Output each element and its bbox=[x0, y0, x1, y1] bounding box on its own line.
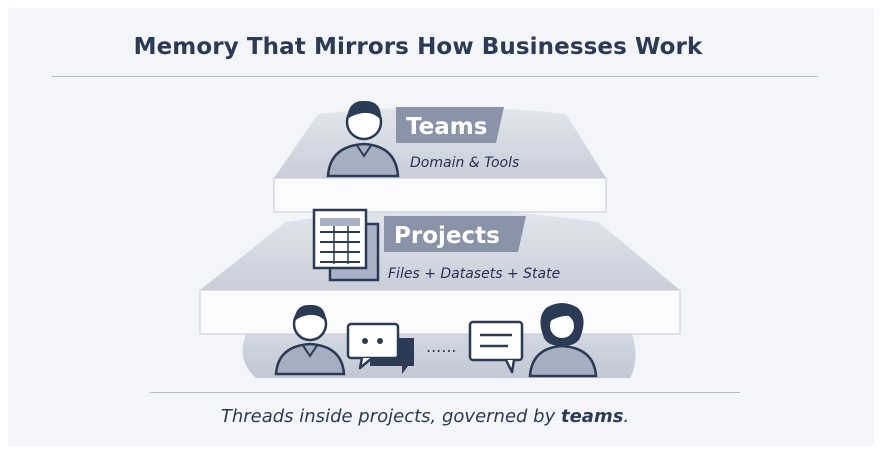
person-icon bbox=[274, 304, 346, 376]
person-icon bbox=[326, 100, 400, 178]
chat-bubble-icon bbox=[346, 322, 414, 374]
caption-divider bbox=[150, 392, 740, 393]
caption: Threads inside projects, governed by tea… bbox=[0, 406, 850, 427]
title-divider bbox=[52, 76, 818, 77]
threads-ellipsis: ...... bbox=[426, 337, 457, 356]
teams-sublabel: Domain & Tools bbox=[410, 155, 519, 171]
chat-bubble-icon bbox=[468, 320, 524, 374]
spreadsheet-icon bbox=[312, 208, 380, 282]
page-title: Memory That Mirrors How Businesses Work bbox=[133, 34, 703, 60]
person-female-icon bbox=[528, 303, 598, 378]
projects-tier-front bbox=[199, 289, 681, 335]
projects-sublabel: Files + Datasets + State bbox=[388, 266, 560, 282]
teams-label: Teams bbox=[406, 114, 487, 140]
teams-tag: Teams bbox=[396, 107, 504, 143]
projects-label: Projects bbox=[394, 223, 500, 249]
caption-emphasis: teams bbox=[560, 406, 624, 427]
caption-text: Threads inside projects, governed by bbox=[220, 406, 561, 427]
teams-tier-front bbox=[273, 177, 607, 213]
caption-end: . bbox=[623, 406, 630, 427]
projects-tag: Projects bbox=[384, 216, 526, 252]
